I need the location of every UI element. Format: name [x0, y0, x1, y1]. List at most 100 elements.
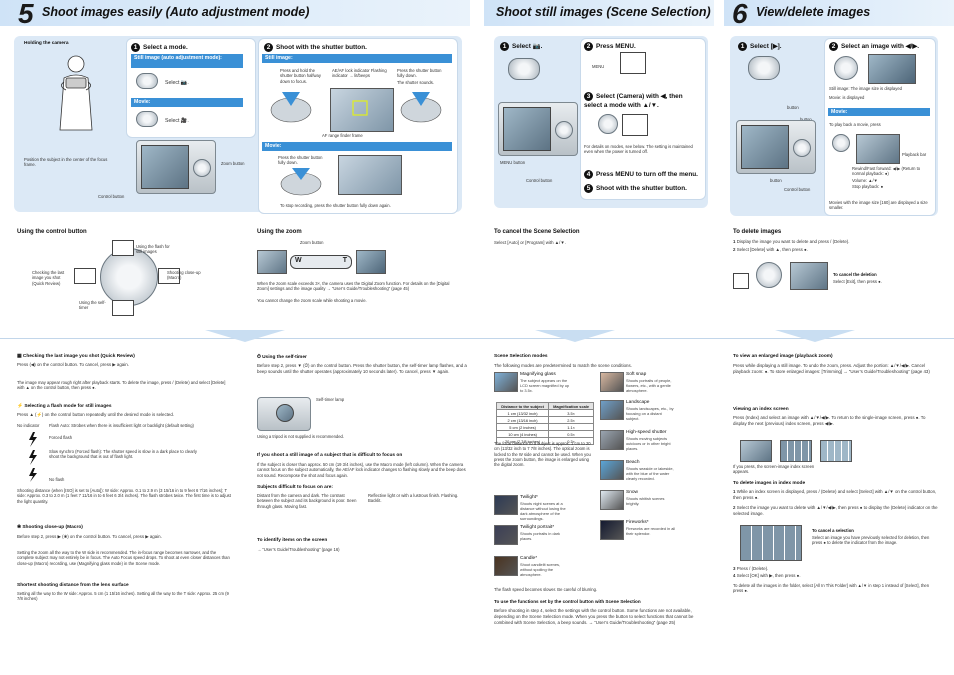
- scene-photo: [600, 460, 624, 480]
- view-still-photo: [868, 54, 916, 84]
- table-row: 5 cm (2 inches)1.1×: [495, 423, 594, 431]
- view-movie-note: Movies with the image size [160] are dis…: [829, 200, 928, 211]
- flash-notes: Shooting distance (when [ISO] is set to …: [17, 488, 231, 504]
- macro-title: ❀ Shooting close-up (Macro): [17, 525, 83, 530]
- macro-text: Before step 2, press ▶ (❀) on the contro…: [17, 534, 162, 539]
- subjects-right: Reflective light or with a lustrous fini…: [368, 493, 459, 504]
- af-frame-icon: [352, 100, 368, 116]
- view-movie-bar: Movie:: [828, 108, 930, 116]
- scene-photo: [494, 556, 518, 576]
- zoom-button-label: Zoom button: [221, 161, 245, 166]
- view-control-button: [793, 139, 811, 157]
- zoom-tele-photo: [356, 250, 386, 274]
- view-still-text: Still image: The image size is displayed: [829, 86, 903, 91]
- header-section-6: 6 View/delete images: [724, 0, 954, 29]
- timer-lamp-label: Self-timer lamp: [316, 397, 345, 402]
- table-row: 2 cm (13/16 inch)2.5×: [495, 416, 594, 424]
- mode-dial-movie: [136, 111, 158, 127]
- delete-step-2: 2 Select [Delete] with ▲, then press ●.: [733, 247, 808, 252]
- table-head-2: Magnification scale: [548, 402, 594, 410]
- quick-review-text: Press (◀) on the control button. To canc…: [17, 362, 129, 367]
- dog-photo-movie: [338, 155, 402, 195]
- section-title-6: View/delete images: [756, 5, 871, 19]
- index-title: Viewing an index screen: [733, 407, 789, 412]
- press-half-text: Press and hold the shutter button halfwa…: [280, 68, 321, 84]
- table-cell: 5 cm (2 inches): [495, 423, 550, 431]
- focus-notes: If the subject is closer than approx. 50…: [257, 462, 466, 478]
- scene-desc: Shoots portraits in dark places.: [520, 531, 561, 541]
- press-movie-text: Press the shutter button fully down.: [278, 155, 323, 166]
- scene-photo: [600, 372, 624, 392]
- scene-desc: Shoots landscapes, etc., by focusing on …: [626, 406, 674, 421]
- scene-desc: The subject appears on the LCD screen ma…: [520, 378, 570, 393]
- scene-desc: Fireworks are recorded in all their sple…: [626, 526, 676, 536]
- del-index-title: To delete images in index mode: [733, 481, 806, 486]
- scene-photo: [494, 525, 518, 545]
- step1-text: Select a mode.: [143, 44, 188, 52]
- flash-icons-stack: [29, 432, 37, 482]
- delete-screen: [790, 262, 828, 290]
- delete-step-1: 1 Display the image you want to delete a…: [733, 239, 850, 244]
- modes-intro: The following modes are predetermined to…: [494, 363, 632, 368]
- scene-menu-screen: [620, 52, 646, 74]
- scene-desc: Shoots portraits of people, flowers, etc…: [626, 378, 672, 393]
- scene-desc: Shoots moving subjects outdoors or in ot…: [626, 436, 671, 451]
- scene-camera-lcd: [503, 107, 551, 151]
- stop-record-text: To stop recording, press the shutter but…: [280, 203, 391, 208]
- view-button-label-1: button: [787, 105, 799, 110]
- table-head-1: Distance to the subject: [495, 402, 550, 410]
- subjects-title: Subjects difficult to focus on are:: [257, 485, 333, 490]
- delete-button-icon: [733, 273, 749, 289]
- table-cell: 0.5×: [548, 430, 594, 438]
- table-cell: 2.5×: [548, 416, 594, 424]
- header-section-5: 5 Shoot images easily (Auto adjustment m…: [0, 0, 470, 29]
- index-caption: If you press, the screen-image index scr…: [733, 464, 815, 475]
- cancel-sel-text: Select an image you have previously sele…: [812, 535, 930, 546]
- cancel-sel-title: To cancel a selection: [812, 528, 854, 533]
- timer-camera-front: [257, 397, 311, 431]
- view-mode-dial: [748, 56, 780, 80]
- scene-photo: [494, 372, 518, 392]
- function-text: Before shooting in step 4, select the se…: [494, 608, 694, 625]
- view-button-label-3: button: [770, 178, 782, 183]
- scene-control-button: [555, 121, 573, 139]
- scene-desc: Shoot candlelit scenes, without spoiling…: [520, 562, 561, 577]
- shutter-full-illustration: [400, 92, 442, 123]
- zoom-lever: W T: [290, 255, 352, 269]
- quick-review-notes: The image may appear rough right after p…: [17, 380, 226, 391]
- table-row: 1 cm (13/32 inch)3.5×: [495, 409, 594, 417]
- shutter-half-illustration: [270, 92, 312, 123]
- cancel-deletion-title: To cancel the deletion: [833, 272, 877, 277]
- table-row: 10 cm (4 inches)0.5×: [495, 430, 594, 438]
- del-index-3: 3 Press / (Delete).: [733, 566, 769, 571]
- section-number-5: 5: [18, 0, 34, 29]
- del-index-screen: [740, 525, 802, 561]
- control-button-label: Control button: [98, 194, 125, 199]
- flash-mode-title: ⚡ Selecting a flash mode for still image…: [17, 404, 112, 409]
- holding-caption: Position the subject in the center of th…: [24, 157, 108, 168]
- identify-text: → “User’s Guide/Troubleshooting” (page 1…: [257, 547, 340, 552]
- view-button-label-2: button: [800, 117, 812, 122]
- scene-title: Soft snap: [626, 372, 647, 377]
- section-title-5: Shoot images easily (Auto adjustment mod…: [42, 5, 310, 19]
- shutter-sounds-text: The shutter sounds.: [397, 80, 435, 85]
- identify-title: To identify items on the screen: [257, 538, 328, 543]
- table-cell: 1 cm (13/32 inch): [495, 409, 550, 417]
- holding-label: Holding the camera: [24, 41, 69, 46]
- index-grid-photo: [780, 440, 812, 462]
- step2-text: Shoot with the shutter button.: [276, 44, 367, 52]
- quick-screen: [74, 268, 96, 284]
- chevron-3: [775, 330, 855, 342]
- macro-notes: Setting the zoom all the way to the W si…: [17, 550, 230, 566]
- still-image-bar: Still image:: [262, 54, 452, 63]
- enlarge-text: Press while displaying a still image. To…: [733, 363, 930, 374]
- quick-review-title: ▦ Checking the last image you shot (Quic…: [17, 354, 135, 359]
- scene-step3-control: [598, 114, 618, 134]
- flash-mode-text: Press ▲ (⚡) on the control button repeat…: [17, 412, 174, 417]
- enlarge-title: To view an enlarged image (playback zoom…: [733, 354, 833, 359]
- scene-step3-screen: [622, 114, 648, 136]
